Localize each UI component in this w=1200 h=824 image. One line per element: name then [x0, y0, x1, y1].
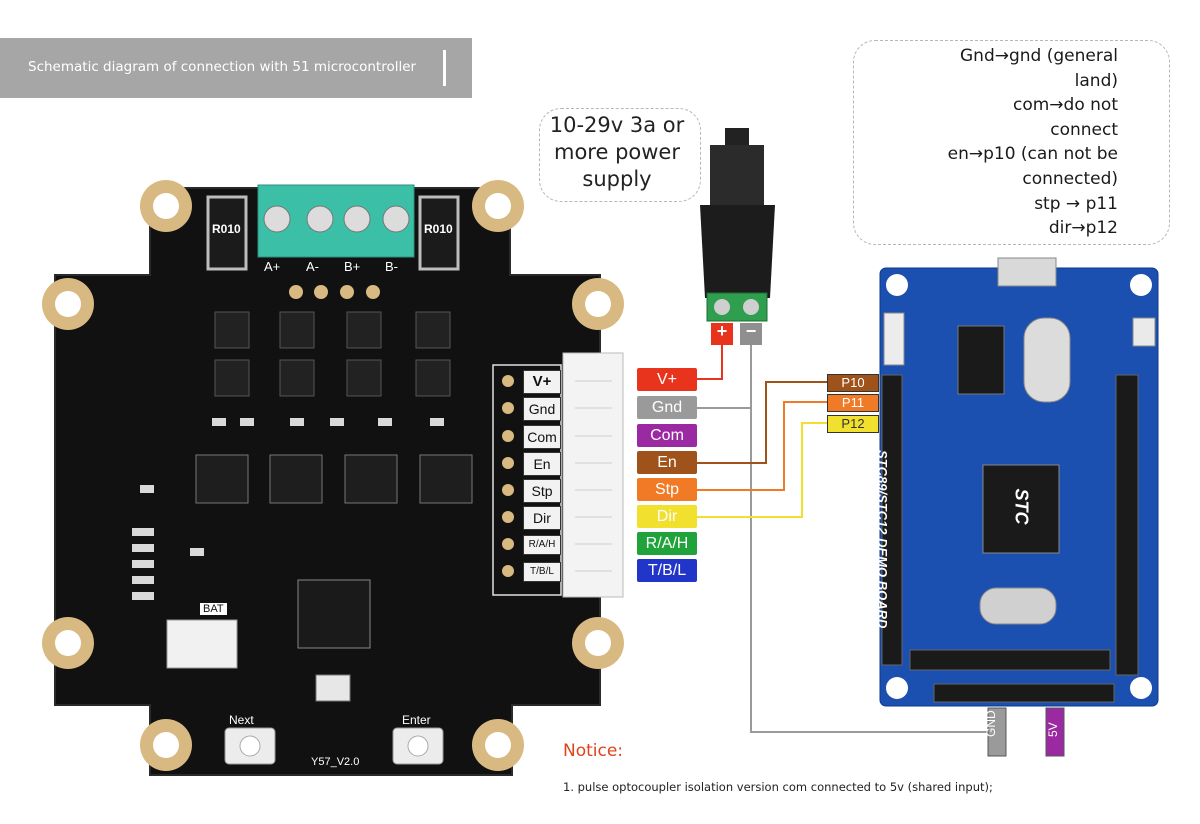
pin-mapping-line: com→do not: [1013, 95, 1118, 116]
pin-label-stp: Stp: [523, 479, 561, 503]
pin-mapping-line: stp → p11: [1034, 193, 1118, 214]
battery-connector: [166, 619, 238, 669]
terminal-label-a-minus: A-: [306, 259, 319, 274]
gnd-pin-tag: [987, 707, 1007, 757]
power-callout: [539, 108, 701, 202]
mcu-chip-label: STC: [1011, 488, 1032, 525]
dc-jack-body: [710, 145, 764, 205]
wire-gnd-power: [697, 345, 752, 409]
mcu-pin-p12: P12: [827, 415, 879, 433]
signal-connector: [562, 352, 624, 598]
mcu-chip: [982, 464, 1060, 554]
driver-board: [42, 180, 624, 776]
header-title: Schematic diagram of connection with 51 …: [28, 59, 417, 75]
wire-vplus: [697, 345, 723, 380]
header-banner: [0, 38, 472, 98]
mcu-board-title: STC89/STC12 DEMO BOARD: [875, 450, 890, 629]
notice-item: 1. pulse optocoupler isolation version c…: [563, 780, 993, 794]
pin-mapping-line: connect: [1050, 119, 1118, 140]
terminal-label-b-plus: B+: [344, 259, 361, 274]
minus-terminal-label: −: [745, 321, 757, 341]
next-button-label: Next: [229, 713, 254, 727]
pin-mapping-line: connected): [1022, 168, 1118, 189]
mcu-crystal: [1023, 317, 1071, 403]
bottom-pin-header: [909, 649, 1111, 671]
notice-title: Notice:: [563, 741, 624, 761]
five-v-pin-label: 5V: [1046, 722, 1060, 737]
gnd-pin-label: GND: [984, 710, 998, 737]
five-v-pin-tag: [1045, 707, 1065, 757]
resistor-label: R010: [424, 222, 453, 236]
signal-label-gnd: Gnd: [637, 396, 697, 419]
pin-label-tbl: T/B/L: [523, 562, 561, 582]
signal-label-rah: R/A/H: [637, 532, 697, 555]
signal-label-dir: Dir: [637, 505, 697, 528]
power-pin-header: [933, 683, 1115, 703]
signal-label-tbl: T/B/L: [637, 559, 697, 582]
resistor-label: R010: [212, 222, 241, 236]
mcu-pin-p10: P10: [827, 374, 879, 392]
pin-label-vplus: V+: [523, 370, 561, 394]
signal-label-stp: Stp: [637, 478, 697, 501]
crystal-oscillator: [315, 674, 351, 702]
pin-mapping-line: en→p10 (can not be: [947, 144, 1118, 165]
pin-label-gnd: Gnd: [523, 397, 561, 421]
dc-jack-tip: [725, 128, 749, 148]
terminal-label-b-minus: B-: [385, 259, 398, 274]
mcu-board: [879, 257, 1159, 757]
mcu-pin-p11: P11: [827, 394, 879, 412]
usb-serial-chip: [957, 325, 1005, 395]
screw-icon: [306, 205, 334, 233]
pin-label-dir: Dir: [523, 506, 561, 530]
driver-mcu-chip: [297, 579, 371, 649]
minus-terminal: [740, 323, 762, 345]
sense-resistor: [206, 195, 248, 271]
battery-label: BAT: [200, 603, 227, 615]
plus-terminal-label: +: [716, 321, 728, 341]
pin-label-en: En: [523, 452, 561, 476]
screw-icon: [382, 205, 410, 233]
plus-terminal: [711, 323, 733, 345]
board-version: Y57_V2.0: [311, 756, 360, 768]
signal-label-en: En: [637, 451, 697, 474]
power-callout-text: 10-29v 3a or more power supply: [549, 113, 685, 191]
signal-label-vplus: V+: [637, 368, 697, 391]
right-pin-header: [1115, 374, 1139, 676]
pin-mapping-text: Gnd→gnd (general land) com→do not connec…: [862, 44, 1118, 241]
mcu-crystal-2: [979, 587, 1057, 625]
pin-mapping-line: land): [1074, 70, 1118, 91]
pin-label-com: Com: [523, 425, 561, 449]
left-pin-header: [881, 374, 903, 666]
enter-button-label: Enter: [402, 713, 431, 727]
header-divider: [443, 50, 446, 86]
pin-mapping-callout: [853, 40, 1170, 245]
usb-port: [997, 257, 1057, 287]
wire-stp: [697, 401, 827, 491]
wires: [697, 345, 989, 733]
wire-dir: [697, 422, 827, 518]
pin-label-rah: R/A/H: [523, 535, 561, 555]
dc-jack-grip: [700, 205, 775, 298]
power-switch: [883, 312, 905, 366]
dc-jack: [700, 128, 775, 345]
terminal-label-a-plus: A+: [264, 259, 281, 274]
pin-mapping-line: Gnd→gnd (general: [960, 46, 1118, 66]
reset-button: [1132, 317, 1156, 347]
signal-label-com: Com: [637, 424, 697, 447]
screw-icon: [343, 205, 371, 233]
wire-en: [697, 381, 827, 464]
screw-icon: [263, 205, 291, 233]
pin-mapping-line: dir→p12: [1048, 218, 1118, 239]
mounting-holes: [42, 180, 624, 771]
sense-resistor: [418, 195, 460, 271]
